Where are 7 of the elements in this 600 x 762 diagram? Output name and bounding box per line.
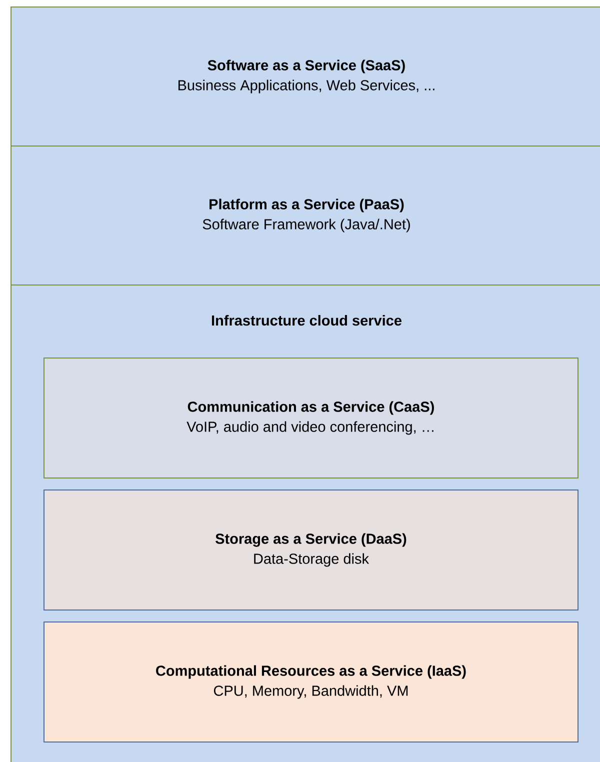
layer-band: Platform as a Service (PaaS) Software Framework (Java/.Net) [10,146,600,286]
service-box: Storage as a Service (DaaS) Data-Storage disk [44,490,578,610]
layer-band: Software as a Service (SaaS) Business Applications, Web Services, ... [10,6,600,146]
node-label: Software Framework (Java/.Net) [202,218,410,232]
service-box: Communication as a Service (CaaS) VoIP, audio and video conferencing, … [44,358,578,478]
service-box: Computational Resources as a Service (IaaS) CPU, Memory, Bandwidth, VM [44,622,578,742]
node-label: Platform as a Service (PaaS) [210,198,404,212]
